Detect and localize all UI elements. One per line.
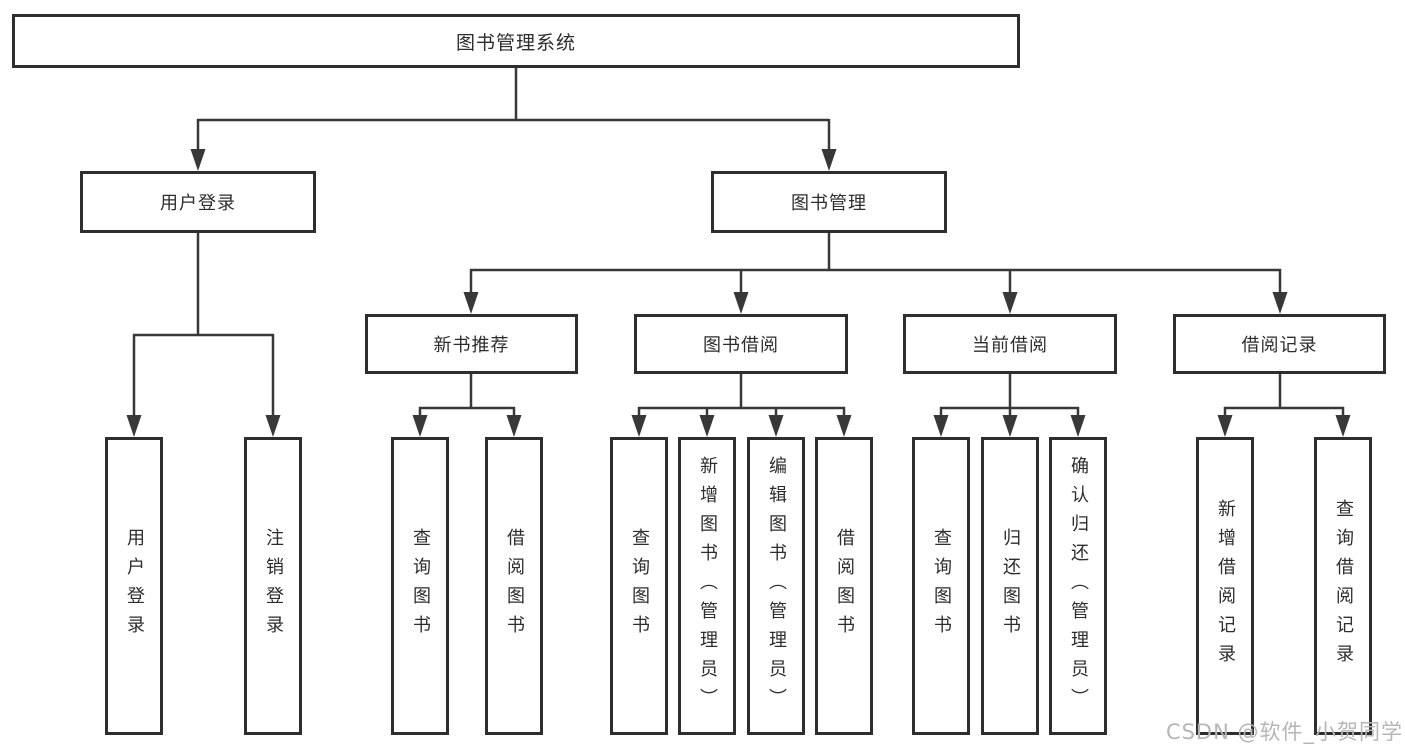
node-borrowing-records: 借阅记录 [1173, 314, 1386, 374]
connector-new-book-recommendation [412, 374, 522, 437]
node-leaf-cb-confirm-return-admin: 确认归还（管理员） [1049, 437, 1107, 735]
node-leaf-br-add-record: 新增借阅记录 [1196, 437, 1254, 735]
connector-borrowing-records [1217, 374, 1351, 437]
node-leaf-user-login: 用户登录 [105, 437, 163, 735]
node-user-login-branch: 用户登录 [80, 171, 316, 233]
node-leaf-cb-query-books: 查询图书 [912, 437, 970, 735]
connector-root-to-level2 [190, 68, 837, 171]
node-library-management-system: 图书管理系统 [12, 14, 1020, 68]
node-leaf-br-query-record: 查询借阅记录 [1314, 437, 1372, 735]
node-leaf-nb-query-books: 查询图书 [391, 437, 449, 735]
node-book-borrowing: 图书借阅 [634, 314, 848, 374]
connector-current-borrowing [933, 374, 1086, 437]
node-leaf-bb-edit-books-admin: 编辑图书（管理员） [747, 437, 805, 735]
node-leaf-logout: 注销登录 [244, 437, 302, 735]
node-new-book-recommendation: 新书推荐 [365, 314, 578, 374]
connector-book-management-branch [463, 233, 1288, 314]
node-current-borrowing: 当前借阅 [903, 314, 1117, 374]
node-leaf-bb-query-books: 查询图书 [610, 437, 668, 735]
node-book-management-branch: 图书管理 [711, 171, 947, 233]
node-leaf-nb-borrow-books: 借阅图书 [485, 437, 543, 735]
watermark: CSDN @软件_小贺同学 [1165, 720, 1403, 744]
node-leaf-bb-borrow-books: 借阅图书 [815, 437, 873, 735]
node-leaf-cb-return-books: 归还图书 [981, 437, 1039, 735]
node-leaf-bb-add-books-admin: 新增图书（管理员） [678, 437, 736, 735]
connector-user-login-branch [126, 233, 281, 437]
connector-book-borrowing [631, 374, 852, 437]
